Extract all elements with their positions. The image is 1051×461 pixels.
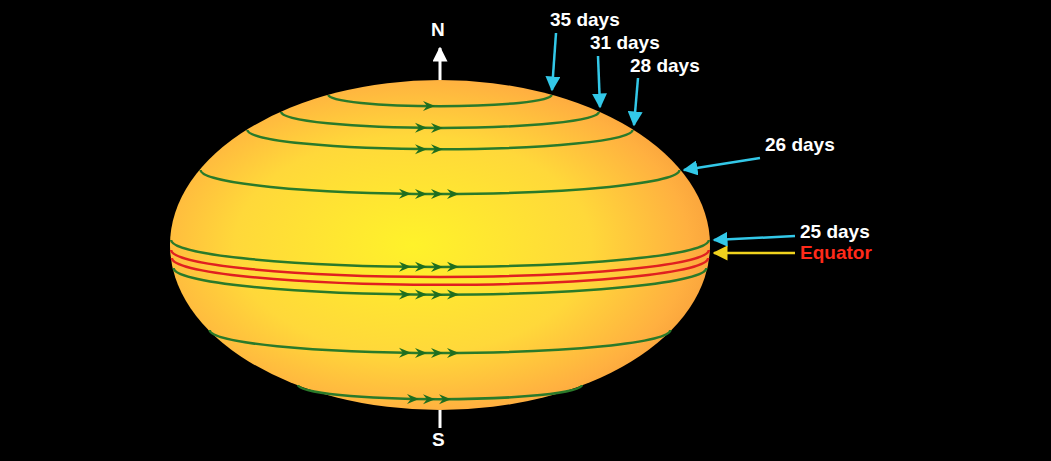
rotation-period-label: 26 days [765, 135, 835, 156]
south-label: S [432, 430, 445, 451]
north-axis [439, 48, 442, 80]
rotation-period-label: 25 days [800, 222, 870, 243]
equator-label: Equator [800, 243, 872, 264]
rotation-period-label: 35 days [550, 10, 620, 31]
rotation-period-label: 31 days [590, 33, 660, 54]
pointer-arrows [552, 33, 795, 253]
latitude-lines [171, 95, 709, 404]
north-label: N [431, 20, 445, 41]
sun-sphere [170, 80, 710, 410]
south-axis [439, 410, 442, 428]
rotation-period-label: 28 days [630, 56, 700, 77]
